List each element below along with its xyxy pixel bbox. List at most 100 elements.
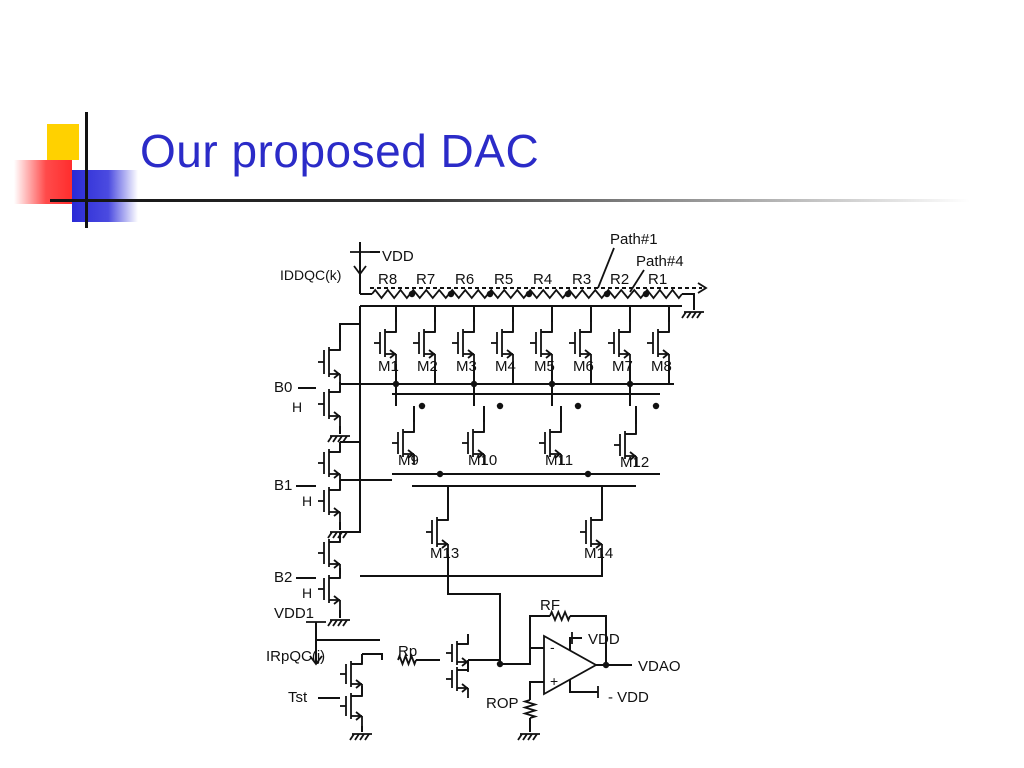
junction-dot [584,470,592,478]
tst-label: Tst [288,689,308,706]
circuit-wires: -+ [296,242,702,732]
input-label-b2: B2 [274,569,292,586]
transistor-tst-lower [340,686,363,726]
transistor-b1-upper [318,442,341,484]
irpqc-label: IRpQC(j) [266,648,325,665]
ground-symbol [327,435,350,443]
transistor-b0-lower [318,382,341,426]
dac-circuit-diagram: -+ VDD IDDQC(k) Path#1 Path#4 R8 R7 R6 R… [266,231,708,741]
ground-symbol [327,619,350,627]
junction-dot [525,290,533,298]
resistor-label-r2: R2 [610,271,629,288]
transistor-b2-upper [318,532,341,574]
transistor-m4 [491,322,514,364]
resistor-rop [521,699,539,719]
arrow [697,282,708,294]
circuit-junction-dots [392,290,660,669]
input-level-b2: H [302,585,312,601]
transistor-m2 [413,322,436,364]
transistor-label-m13: M13 [430,545,459,562]
ladder-end [682,293,695,310]
resistor-label-r1: R1 [648,271,667,288]
decor-blue-square [72,170,138,222]
ground-symbol [349,733,372,741]
transistor-label-m6: M6 [573,358,594,375]
junction-dot [602,661,610,669]
path4-label: Path#4 [636,253,684,270]
resistor-label-r7: R7 [416,271,435,288]
ladder-resistor [565,288,606,300]
transistor-label-m1: M1 [378,358,399,375]
vdd-opamp-neg-label: - VDD [608,689,649,706]
b0-feed [339,306,361,342]
ladder-resistor [604,288,645,300]
rf-label: RF [540,597,560,614]
rop-label: ROP [486,695,519,712]
transistor-m13 [426,510,449,554]
transistor-m9 [392,422,415,464]
transistor-b0-upper [318,340,341,384]
vdao-label: VDAO [638,658,681,675]
resistor-label-r6: R6 [455,271,474,288]
opamp-plus: + [550,673,558,689]
opamp-noninv [529,681,544,700]
current-arrow [353,265,367,276]
transistor-switch-lower [446,660,469,698]
decor-red-square [14,160,72,204]
circuit-devices [306,247,708,741]
transistor-label-m4: M4 [495,358,516,375]
junction-dot [392,380,400,388]
current-arrow [309,655,323,666]
ladder-resistor [643,288,683,300]
transistor-m12 [614,424,637,466]
ground-symbol [681,311,704,319]
junction-dot [564,290,572,298]
junction-dot [652,402,660,410]
junction-dot [408,290,416,298]
title-underline [50,199,970,202]
transistor-b2-lower [318,568,341,610]
junction-dot [574,402,582,410]
transistor-label-m7: M7 [612,358,633,375]
transistor-tst-upper [340,654,363,694]
junction-dot [496,402,504,410]
vdd-top-label: VDD [382,248,414,265]
transistor-m1 [374,322,397,364]
m13-out [447,554,501,664]
resistor-label-r8: R8 [378,271,397,288]
transistor-label-m11: M11 [545,452,573,469]
ground-symbol [517,733,540,741]
junction-dot [548,380,556,388]
transistor-label-m10: M10 [468,452,497,469]
transistor-label-m12: M12 [620,454,649,471]
transistor-label-m8: M8 [651,358,672,375]
path1-label: Path#1 [610,231,658,248]
m14-out [360,554,603,577]
transistor-m7 [608,322,631,364]
transistor-m11 [539,422,562,464]
transistor-b1-lower [318,480,341,522]
iddqc-label: IDDQC(k) [280,267,341,283]
junction-dot [447,290,455,298]
junction-dot [642,290,650,298]
transistor-label-m9: M9 [398,452,419,469]
vdd-pos-lead [569,637,582,650]
transistor-m3 [452,322,475,364]
resistor-rf [549,609,571,623]
junction-dot [436,470,444,478]
resistor-label-r5: R5 [494,271,513,288]
transistor-label-m3: M3 [456,358,477,375]
transistor-label-m5: M5 [534,358,555,375]
opamp-minus: - [550,639,555,655]
resistor-label-r4: R4 [533,271,552,288]
transistor-m8 [647,322,670,364]
ladder-resistor [526,288,567,300]
slide-title: Our proposed DAC [140,125,540,177]
path4-pointer [629,269,645,293]
opamp-inv-in [500,647,544,665]
input-label-b1: B1 [274,477,292,494]
resistor-label-r3: R3 [572,271,591,288]
input-label-b0: B0 [274,379,292,396]
input-level-b1: H [302,493,312,509]
junction-dot [496,660,504,668]
